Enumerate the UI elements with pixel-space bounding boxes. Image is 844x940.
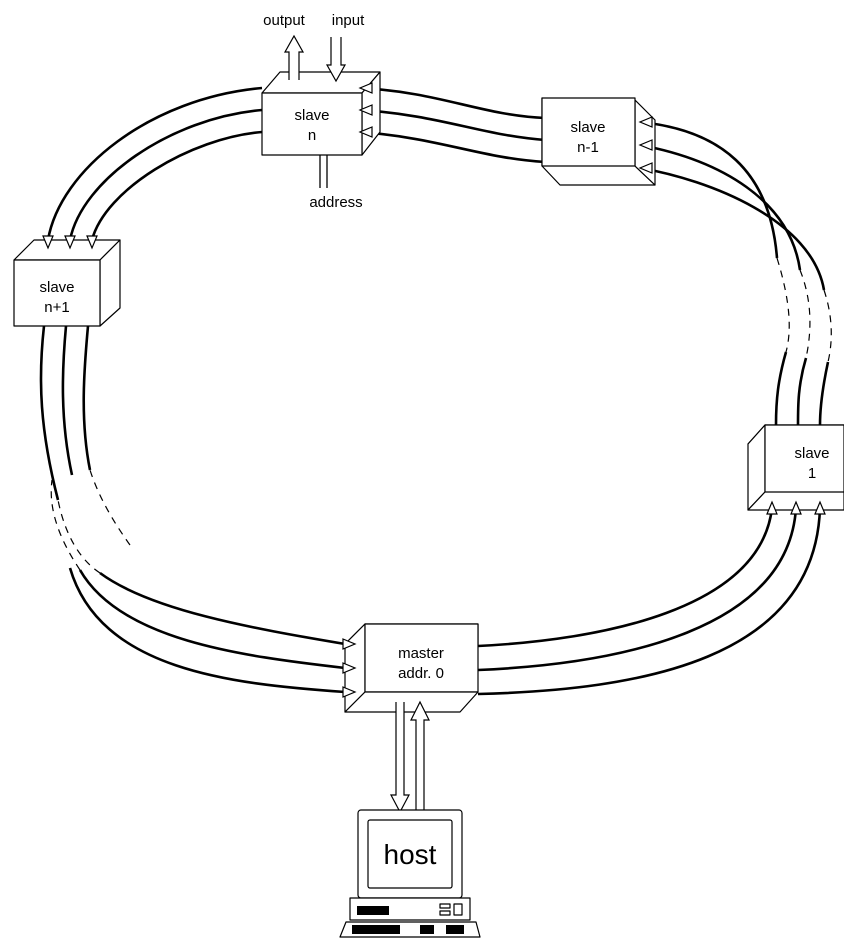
node-slave-1: slave 1 — [748, 425, 844, 510]
address-bus — [320, 155, 327, 188]
slave-n-label-line2: n — [308, 127, 316, 144]
node-slave-n-minus-1: slave n-1 — [542, 98, 655, 185]
node-slave-n-plus-1: slave n+1 — [14, 240, 120, 326]
link-master-to-slave-n-plus-1 — [41, 326, 345, 692]
ring-connections — [41, 88, 831, 694]
slave-n-label-line1: slave — [294, 107, 329, 124]
monitor: host — [358, 810, 462, 898]
master-label-line1: master — [398, 645, 444, 662]
slave-n-minus-1-label-line1: slave — [570, 119, 605, 136]
host-label: host — [384, 839, 437, 870]
link-slave-n-to-slave-n-minus-1 — [360, 88, 545, 162]
output-label: output — [263, 12, 306, 29]
slave-n-plus-1-label-line2: n+1 — [44, 299, 69, 316]
address-label: address — [309, 194, 362, 211]
slave-n-plus-1-label-line1: slave — [39, 279, 74, 296]
slave-n-minus-1-label-line2: n-1 — [577, 139, 599, 156]
down-arrow — [391, 702, 409, 812]
keyboard — [340, 922, 480, 937]
link-slave-1-to-master — [478, 508, 820, 694]
link-slave-n-plus-1-to-slave-n — [48, 88, 262, 240]
link-slave-n-minus-1-to-slave-1 — [640, 122, 831, 425]
input-label: input — [332, 12, 365, 29]
ring-arrowheads — [43, 83, 825, 697]
host-computer: host — [340, 810, 480, 937]
node-master: master addr. 0 — [345, 624, 478, 712]
keyboard-keys — [352, 925, 400, 934]
cpu-case — [350, 898, 470, 920]
slave-1-label-line1: slave — [794, 445, 829, 462]
host-bus — [391, 702, 429, 812]
master-label-line2: addr. 0 — [398, 665, 444, 682]
up-arrow — [411, 702, 429, 812]
slave-1-label-line2: 1 — [808, 465, 816, 482]
disk-slot — [357, 906, 389, 915]
